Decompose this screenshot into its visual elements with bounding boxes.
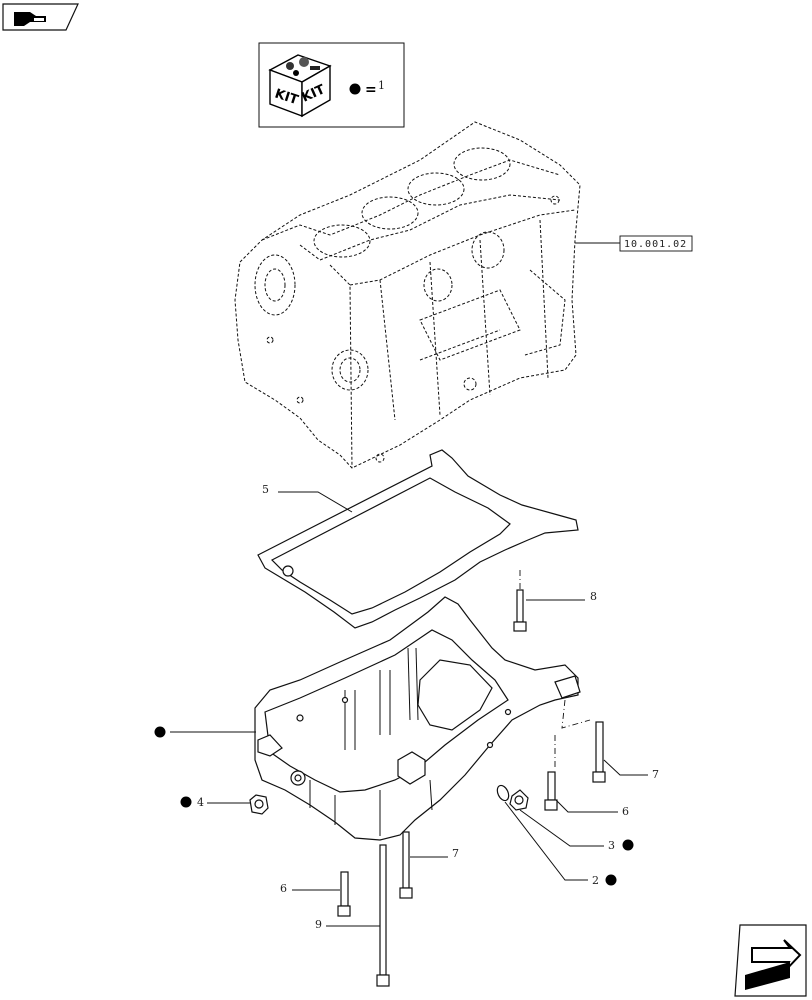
callout-leader [555,799,618,813]
callout-number: 5 [262,483,269,496]
kit-equals: = [365,82,377,98]
callout-number: 7 [452,847,459,860]
callout-number: 6 [622,805,629,818]
gasket [257,449,579,629]
reference-code: 10.001.02 [624,239,687,250]
drain-plug [509,789,529,811]
reference-frame [619,235,693,252]
callout-number: 3 [608,839,615,852]
callout-leader [519,809,604,847]
reference-callout[interactable]: 10.001.02 [575,235,693,252]
bolt-center [399,831,413,899]
callout-bolt-right-short[interactable]: 6 [555,799,629,818]
engine-block [234,121,581,469]
callout-bolt-long[interactable]: 9 [315,918,380,931]
callout-leader [278,491,353,513]
arrow-next-icon [745,939,802,990]
bolt-right-long [592,721,606,783]
callout-number: 4 [197,796,204,809]
gasket-hole [282,565,294,577]
callout-number: 7 [652,768,659,781]
bolt-right-short [544,771,558,811]
kit-dot-marker [180,796,192,808]
kit-number: 1 [378,79,385,92]
drain-washer [496,784,510,802]
callout-plug-side[interactable]: 4 [180,796,251,809]
oil-sump [254,596,581,841]
callout-number: 6 [280,882,287,895]
callout-drain-plug[interactable]: 3 [519,809,634,852]
callout-number: 2 [592,874,599,887]
callout-bolt-right-long[interactable]: 7 [603,759,659,781]
callout-bolt-center[interactable]: 7 [410,847,459,860]
bolt-left [337,871,351,917]
callout-bolt-left[interactable]: 6 [280,882,340,895]
callout-number: 9 [315,918,322,931]
kit-dot-marker [605,874,617,886]
callout-number: 8 [590,590,597,603]
callout-leader [603,759,648,776]
book-icon [14,12,46,26]
kit-dot-marker [154,726,166,738]
callout-gasket[interactable]: 5 [262,483,353,513]
axis-line [561,699,591,729]
bolt-upper [513,589,527,632]
callout-bolt-upper[interactable]: 8 [526,590,597,603]
callout-leader [504,801,588,881]
kit-dot-marker [349,83,361,95]
kit-legend: KIT KIT = 1 [258,42,405,128]
bolt-long [376,844,390,987]
kit-box-icon: KIT KIT [268,54,332,118]
kit-word-left: KIT [273,87,300,109]
bottom-right-nav[interactable] [734,924,807,997]
callout-drain-washer[interactable]: 2 [504,801,617,887]
kit-dot-marker [622,839,634,851]
callout-oil-sump[interactable] [154,726,257,738]
plug-side [249,794,269,815]
top-left-nav-tab[interactable] [2,3,79,31]
